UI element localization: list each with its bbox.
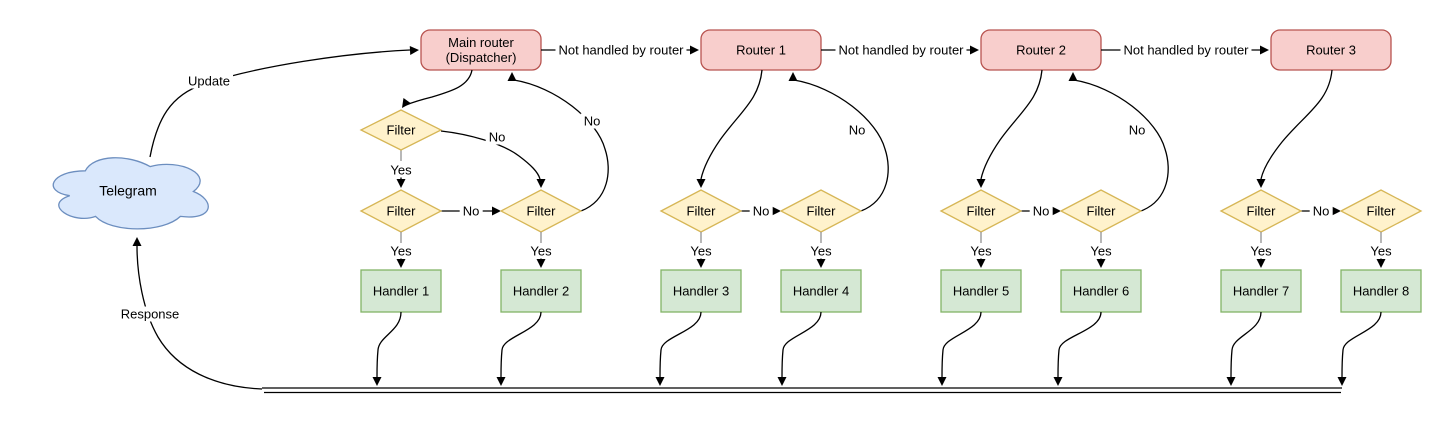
handler-5-label: Handler 5 bbox=[952, 283, 1010, 299]
yes-label-5: Yes bbox=[967, 243, 995, 259]
filter-diamond-main-top bbox=[359, 109, 443, 151]
telegram-cloud-shape bbox=[52, 157, 209, 230]
filter-diamond-4 bbox=[779, 189, 863, 233]
handler-1-label: Handler 1 bbox=[372, 283, 430, 299]
handler-6-label: Handler 6 bbox=[1072, 283, 1130, 299]
handler-box-2 bbox=[500, 269, 582, 313]
arrowhead-no-main bbox=[492, 206, 501, 216]
router-3-box bbox=[1270, 29, 1392, 71]
router-2-label: Router 2 bbox=[1016, 42, 1066, 58]
filter-diamond-3 bbox=[659, 189, 743, 233]
handler-8-label: Handler 8 bbox=[1352, 283, 1410, 299]
no-label-top-main: No bbox=[485, 129, 509, 145]
filter-diamond-7 bbox=[1219, 189, 1303, 233]
no-label-return-router2: No bbox=[1125, 122, 1149, 138]
no-label-return-main: No bbox=[580, 113, 604, 129]
router-3-label: Router 3 bbox=[1306, 42, 1356, 58]
not-handled-label-1: Not handled by router bbox=[555, 42, 687, 58]
telegram-label: Telegram bbox=[99, 182, 157, 199]
response-label: Response bbox=[117, 306, 183, 322]
handler-2-label: Handler 2 bbox=[512, 283, 570, 299]
no-label-between-router3: No bbox=[1309, 203, 1333, 219]
arrowhead-router1-filter bbox=[696, 179, 706, 188]
not-handled-label-3: Not handled by router bbox=[1120, 42, 1252, 58]
handler-box-1 bbox=[360, 269, 442, 313]
filter-label-7: Filter bbox=[1246, 203, 1276, 219]
arrowhead-no-return-router2 bbox=[1068, 72, 1078, 81]
edge-no-return-router1 bbox=[793, 79, 889, 212]
filter-label-3: Filter bbox=[686, 203, 716, 219]
handler-box-4 bbox=[780, 269, 862, 313]
arrowhead-no-router2 bbox=[1052, 206, 1061, 216]
handler-3-label: Handler 3 bbox=[672, 283, 730, 299]
handler-7-label: Handler 7 bbox=[1232, 283, 1290, 299]
main-router-label: Main router (Dispatcher) bbox=[446, 35, 517, 65]
arrowhead-top-filter bbox=[402, 98, 411, 108]
no-label-between-router1: No bbox=[749, 203, 773, 219]
arrowhead-router3-filter bbox=[1256, 179, 1266, 188]
yes-label-3: Yes bbox=[687, 243, 715, 259]
arrowhead-response bbox=[132, 237, 142, 246]
yes-label-top: Yes bbox=[387, 162, 415, 178]
not-handled-label-2: Not handled by router bbox=[835, 42, 967, 58]
filter-diamond-1 bbox=[359, 189, 443, 233]
arrowhead-not-handled-1 bbox=[690, 45, 699, 55]
main-router-label-line2: (Dispatcher) bbox=[445, 50, 517, 65]
filter-label-5: Filter bbox=[966, 203, 996, 219]
router-1-label: Router 1 bbox=[736, 42, 786, 58]
no-label-between-main: No bbox=[459, 203, 483, 219]
edge-top-filter-no bbox=[440, 130, 541, 180]
yes-label-8: Yes bbox=[1367, 243, 1395, 259]
edge-no-return-router2 bbox=[1073, 79, 1169, 212]
edge-router1-to-filter bbox=[700, 69, 763, 180]
filter-label-6: Filter bbox=[1086, 203, 1116, 219]
filter-label-1: Filter bbox=[386, 203, 416, 219]
edge-router3-to-filter bbox=[1260, 69, 1333, 180]
no-label-between-router2: No bbox=[1029, 203, 1053, 219]
edge-dispatcher-to-top-filter bbox=[405, 69, 473, 106]
filter-label-4: Filter bbox=[806, 203, 836, 219]
arrowhead-router2-filter bbox=[976, 179, 986, 188]
yes-label-2: Yes bbox=[527, 243, 555, 259]
arrowhead-top-yes bbox=[396, 179, 406, 188]
edge-response bbox=[136, 245, 263, 390]
arrowhead-not-handled-3 bbox=[1260, 45, 1269, 55]
arrowhead-no-router1 bbox=[772, 206, 781, 216]
handler-response-edges bbox=[372, 311, 1382, 386]
handler-4-label: Handler 4 bbox=[792, 283, 850, 299]
no-label-return-router1: No bbox=[845, 122, 869, 138]
filter-diamond-6 bbox=[1059, 189, 1143, 233]
edge-no-return-main bbox=[513, 79, 609, 212]
filter-label-main-top: Filter bbox=[386, 122, 416, 138]
filter-diamond-5 bbox=[939, 189, 1023, 233]
edge-update bbox=[149, 49, 411, 158]
edge-router2-to-filter bbox=[980, 69, 1043, 180]
yes-label-4: Yes bbox=[807, 243, 835, 259]
filter-label-8: Filter bbox=[1366, 203, 1396, 219]
yes-label-7: Yes bbox=[1247, 243, 1275, 259]
filter-label-2: Filter bbox=[526, 203, 556, 219]
arrowhead-top-no bbox=[536, 179, 546, 188]
arrowhead-update bbox=[409, 45, 419, 55]
filter-diamond-2 bbox=[499, 189, 583, 233]
update-label: Update bbox=[185, 73, 233, 89]
handler-box-6 bbox=[1060, 269, 1142, 313]
yes-label-6: Yes bbox=[1087, 243, 1115, 259]
main-router-label-line1: Main router bbox=[448, 35, 514, 50]
arrowhead-no-router3 bbox=[1332, 206, 1341, 216]
yes-edges bbox=[396, 232, 1386, 268]
filter-diamond-8 bbox=[1339, 189, 1423, 233]
arrowhead-no-return-main bbox=[507, 72, 517, 81]
yes-label-1: Yes bbox=[387, 243, 415, 259]
arrowhead-not-handled-2 bbox=[970, 45, 979, 55]
arrowhead-no-return-router1 bbox=[788, 72, 798, 81]
